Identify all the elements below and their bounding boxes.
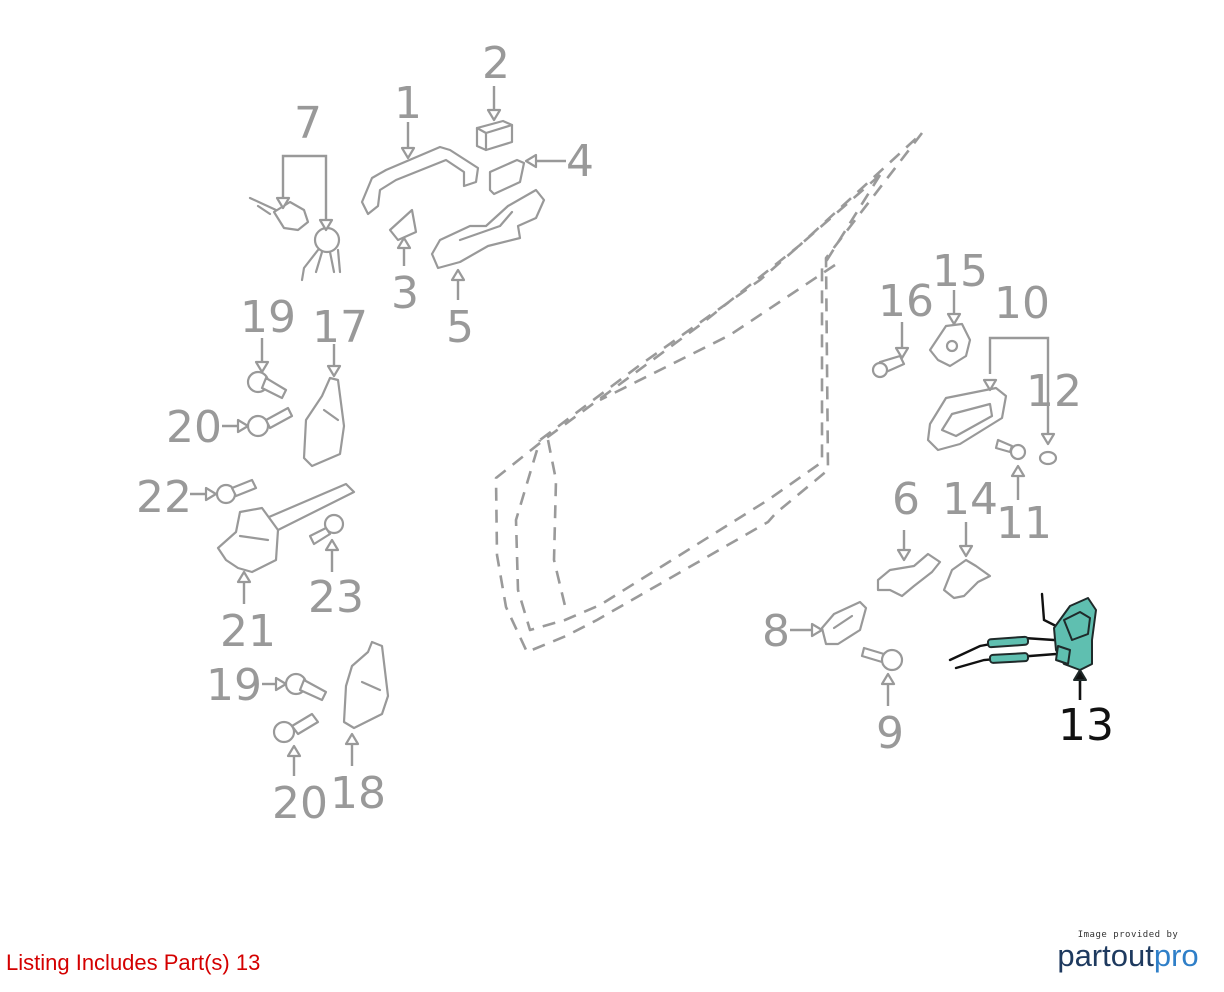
callout-6: 6 xyxy=(892,474,920,525)
callout-20-lower: 20 xyxy=(272,778,328,829)
callout-23: 23 xyxy=(308,572,364,623)
logo-word-b: pro xyxy=(1153,938,1199,973)
part-15-striker xyxy=(928,322,972,368)
callout-1: 1 xyxy=(394,78,422,129)
callout-4: 4 xyxy=(566,136,594,187)
part-18-lower-hinge xyxy=(342,640,390,730)
part-12-cap xyxy=(1038,450,1058,466)
callout-labels: 1 2 3 4 5 6 7 8 9 10 11 12 13 14 15 16 1… xyxy=(136,38,1114,829)
door-outline xyxy=(494,131,924,654)
logo-wordmark: partoutpro xyxy=(1052,938,1204,973)
part-20-bolt-lower xyxy=(272,712,320,744)
part-9-bolt xyxy=(860,646,904,672)
part-8-cover xyxy=(820,600,868,646)
callout-20-upper: 20 xyxy=(166,402,222,453)
callout-17: 17 xyxy=(312,302,368,353)
callout-21: 21 xyxy=(220,606,276,657)
callout-5: 5 xyxy=(446,302,474,353)
callout-10: 10 xyxy=(994,278,1050,329)
part-11-screw xyxy=(994,438,1027,461)
callout-3: 3 xyxy=(391,268,419,319)
part-10-inner-handle xyxy=(926,386,1008,452)
callout-19-lower: 19 xyxy=(206,660,262,711)
part-19-bolt-lower xyxy=(284,672,328,702)
part-4-pad xyxy=(488,158,526,196)
callout-16: 16 xyxy=(878,276,934,327)
callout-7: 7 xyxy=(294,98,322,149)
callout-8: 8 xyxy=(762,606,790,657)
callout-12: 12 xyxy=(1026,366,1082,417)
logo-caption: Image provided by xyxy=(1077,930,1179,940)
callout-19-upper: 19 xyxy=(240,292,296,343)
logo-word-a: partout xyxy=(1057,938,1154,973)
listing-note: Listing Includes Part(s) 13 xyxy=(6,950,261,975)
callout-9: 9 xyxy=(876,708,904,759)
part-2-block xyxy=(475,119,514,152)
part-5-handle-frame xyxy=(430,188,546,270)
part-13-door-latch xyxy=(948,592,1097,671)
part-23-bolt xyxy=(308,513,345,546)
part-7-lock-cylinder xyxy=(248,196,342,282)
callout-11: 11 xyxy=(996,498,1052,549)
partoutpro-logo: Image provided by partoutpro xyxy=(1052,930,1204,971)
part-19-bolt-upper xyxy=(246,370,288,400)
part-14-clip xyxy=(942,558,992,600)
callout-18: 18 xyxy=(330,768,386,819)
part-17-upper-hinge xyxy=(302,376,346,468)
callout-14: 14 xyxy=(942,474,998,525)
leader-lines xyxy=(190,86,1087,776)
callout-15: 15 xyxy=(932,246,988,297)
part-21-door-check xyxy=(216,482,356,574)
callout-13: 13 xyxy=(1058,700,1114,751)
part-20-bolt-upper xyxy=(246,406,294,438)
callout-2: 2 xyxy=(482,38,510,89)
part-1-outer-handle xyxy=(360,145,480,216)
callout-22: 22 xyxy=(136,472,192,523)
part-3-gasket xyxy=(388,208,418,242)
part-16-bolt xyxy=(871,354,906,379)
part-6-bracket xyxy=(876,552,942,598)
part-22-bolt xyxy=(215,478,258,505)
